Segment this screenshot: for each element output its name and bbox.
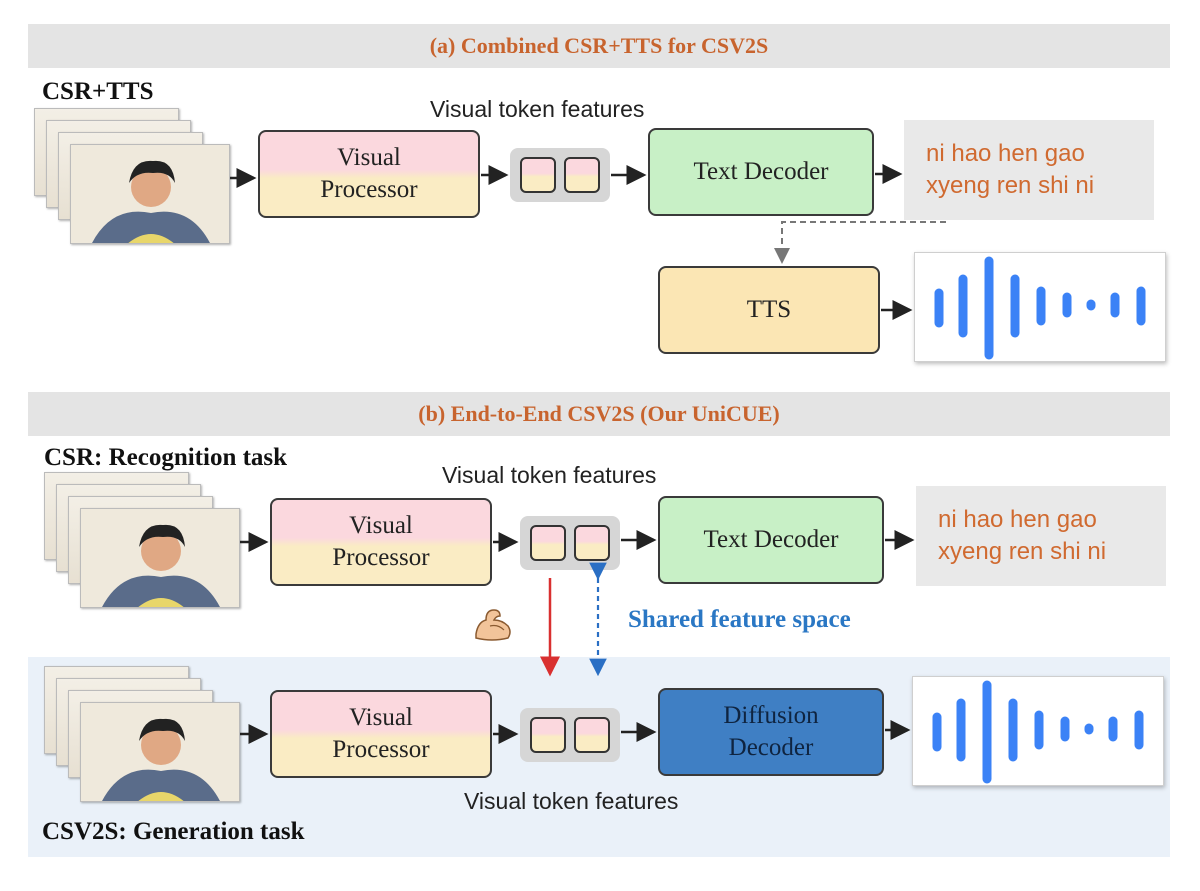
token <box>564 157 600 193</box>
box-line: Processor <box>332 736 430 763</box>
tts-box: TTS <box>658 266 880 354</box>
token <box>530 525 566 561</box>
visual-token-pair <box>520 708 620 762</box>
visual-token-pair <box>510 148 610 202</box>
output-text: ni hao hen gao xyeng ren shi ni <box>916 486 1166 586</box>
box-line: Visual <box>337 143 401 171</box>
box-line: Visual <box>349 703 413 731</box>
box-line: Processor <box>332 544 430 571</box>
csr-recognition-label: CSR: Recognition task <box>44 444 288 471</box>
text-decoder-box: Text Decoder <box>648 128 874 216</box>
shared-feature-space-label: Shared feature space <box>628 606 851 633</box>
csv2s-generation-label: CSV2S: Generation task <box>42 818 305 845</box>
flexed-arm-icon <box>472 604 516 644</box>
text-decoder-box: Text Decoder <box>658 496 884 584</box>
audio-waveform-icon <box>914 252 1166 362</box>
box-line: Visual <box>349 511 413 539</box>
panel-a-title: (a) Combined CSR+TTS for CSV2S <box>429 33 769 58</box>
csr-tts-label: CSR+TTS <box>42 78 154 105</box>
token-caption-top: Visual token features <box>442 462 657 488</box>
visual-token-pair <box>520 516 620 570</box>
box-line: Processor <box>320 176 418 203</box>
video-frames-icon <box>44 472 244 612</box>
token <box>574 717 610 753</box>
panel-b-banner: (b) End-to-End CSV2S (Our UniCUE) <box>28 392 1170 436</box>
panel-a-banner: (a) Combined CSR+TTS for CSV2S <box>28 24 1170 68</box>
output-line: xyeng ren shi ni <box>938 538 1107 565</box>
output-line: ni hao hen gao <box>926 139 1085 167</box>
box-line: Decoder <box>728 734 814 761</box>
output-line: ni hao hen gao <box>938 505 1097 533</box>
video-frames-icon <box>44 666 244 806</box>
output-text: ni hao hen gao xyeng ren shi ni <box>904 120 1154 220</box>
token <box>520 157 556 193</box>
box-line: Diffusion <box>723 701 819 729</box>
token-caption-bottom: Visual token features <box>464 788 679 814</box>
token <box>574 525 610 561</box>
token <box>530 717 566 753</box>
audio-waveform-icon <box>912 676 1164 786</box>
token-caption: Visual token features <box>430 96 645 122</box>
panel-b-title: (b) End-to-End CSV2S (Our UniCUE) <box>418 401 780 426</box>
output-line: xyeng ren shi ni <box>926 172 1095 199</box>
video-frames-icon <box>34 108 234 248</box>
